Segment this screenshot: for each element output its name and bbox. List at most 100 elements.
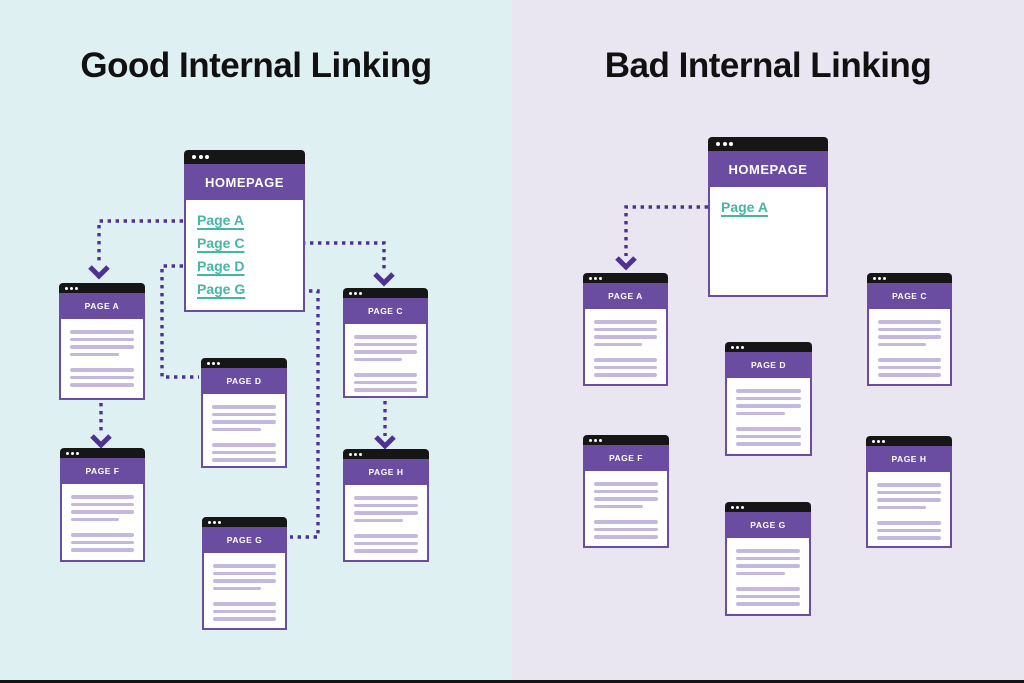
window-dot-icon [208, 520, 211, 524]
window-page-g-good: PAGE G [202, 517, 287, 630]
placeholder-text-lines [727, 378, 810, 446]
window-dot-icon [883, 276, 886, 280]
window-body [583, 309, 668, 386]
browser-chrome-bar [866, 436, 952, 446]
window-title: PAGE A [583, 283, 668, 309]
window-body: Page A [708, 187, 828, 297]
window-body [201, 394, 287, 468]
window-body [202, 553, 287, 630]
placeholder-text-lines [869, 309, 950, 377]
browser-chrome-bar [343, 449, 429, 459]
link-page-g[interactable]: Page G [197, 281, 246, 297]
browser-chrome-bar [184, 150, 305, 164]
browser-chrome-bar [202, 517, 287, 527]
window-dot-icon [882, 439, 885, 443]
window-dot-icon [354, 452, 357, 456]
homepage-links-good: Page A Page C Page D Page G [186, 200, 303, 301]
window-dot-icon [71, 451, 74, 455]
window-body: Page A Page C Page D Page G [184, 200, 305, 312]
window-dot-icon [349, 291, 352, 295]
window-page-h-good: PAGE H [343, 449, 429, 562]
browser-chrome-bar [343, 288, 428, 298]
browser-chrome-bar [60, 448, 145, 458]
bad-panel-title: Bad Internal Linking [604, 46, 932, 85]
window-body [60, 484, 145, 562]
placeholder-text-lines [727, 538, 809, 606]
window-dot-icon [716, 142, 720, 146]
window-dot-icon [212, 361, 215, 365]
window-page-d-bad: PAGE D [725, 342, 812, 456]
link-page-a[interactable]: Page A [197, 212, 244, 228]
window-homepage-bad: HOMEPAGE Page A [708, 137, 828, 297]
window-page-g-bad: PAGE G [725, 502, 811, 616]
window-dot-icon [589, 276, 592, 280]
window-dot-icon [217, 361, 220, 365]
window-body [725, 538, 811, 616]
window-title: PAGE F [60, 458, 145, 484]
browser-chrome-bar [201, 358, 287, 368]
window-dot-icon [729, 142, 733, 146]
window-page-c-bad: PAGE C [867, 273, 952, 386]
window-page-a-bad: PAGE A [583, 273, 668, 386]
placeholder-text-lines [62, 484, 143, 552]
window-dot-icon [722, 142, 727, 146]
window-dot-icon [731, 505, 734, 509]
homepage-links-bad: Page A [710, 187, 826, 219]
window-page-f-good: PAGE F [60, 448, 145, 562]
window-dot-icon [731, 345, 734, 349]
window-dot-icon [878, 276, 881, 280]
window-title: PAGE C [867, 283, 952, 309]
window-title: PAGE H [866, 446, 952, 472]
link-page-a[interactable]: Page A [721, 199, 768, 215]
placeholder-text-lines [585, 309, 666, 377]
window-dot-icon [354, 291, 357, 295]
window-dot-icon [359, 452, 362, 456]
bottom-border [0, 680, 1024, 683]
window-body [866, 472, 952, 548]
browser-chrome-bar [725, 502, 811, 512]
window-dot-icon [741, 345, 744, 349]
browser-chrome-bar [583, 435, 669, 445]
window-title: PAGE A [59, 293, 145, 319]
link-page-c[interactable]: Page C [197, 235, 245, 251]
window-dot-icon [589, 438, 592, 442]
window-dot-icon [207, 361, 210, 365]
window-body [59, 319, 145, 400]
browser-chrome-bar [867, 273, 952, 283]
window-dot-icon [218, 520, 221, 524]
window-page-a-good: PAGE A [59, 283, 145, 400]
window-page-c-good: PAGE C [343, 288, 428, 398]
window-title: PAGE H [343, 459, 429, 485]
link-page-d[interactable]: Page D [197, 258, 245, 274]
window-dot-icon [75, 286, 78, 290]
window-dot-icon [205, 155, 209, 159]
browser-chrome-bar [59, 283, 145, 293]
window-title: PAGE D [725, 352, 812, 378]
window-dot-icon [736, 345, 739, 349]
window-dot-icon [213, 520, 216, 524]
placeholder-text-lines [203, 394, 285, 462]
window-dot-icon [599, 276, 602, 280]
placeholder-text-lines [345, 485, 427, 553]
window-dot-icon [359, 291, 362, 295]
window-title: PAGE C [343, 298, 428, 324]
window-dot-icon [877, 439, 880, 443]
window-dot-icon [198, 155, 203, 159]
window-dot-icon [76, 451, 79, 455]
window-dot-icon [349, 452, 352, 456]
window-dot-icon [70, 286, 73, 290]
placeholder-text-lines [61, 319, 143, 387]
window-dot-icon [594, 276, 597, 280]
window-body [343, 485, 429, 562]
placeholder-text-lines [585, 471, 667, 539]
window-page-h-bad: PAGE H [866, 436, 952, 548]
window-body [583, 471, 669, 548]
window-dot-icon [594, 438, 597, 442]
window-title: PAGE G [725, 512, 811, 538]
window-dot-icon [599, 438, 602, 442]
window-body [867, 309, 952, 386]
window-title: PAGE D [201, 368, 287, 394]
window-title: HOMEPAGE [708, 151, 828, 187]
window-page-d-good: PAGE D [201, 358, 287, 468]
good-panel-title: Good Internal Linking [80, 46, 432, 85]
